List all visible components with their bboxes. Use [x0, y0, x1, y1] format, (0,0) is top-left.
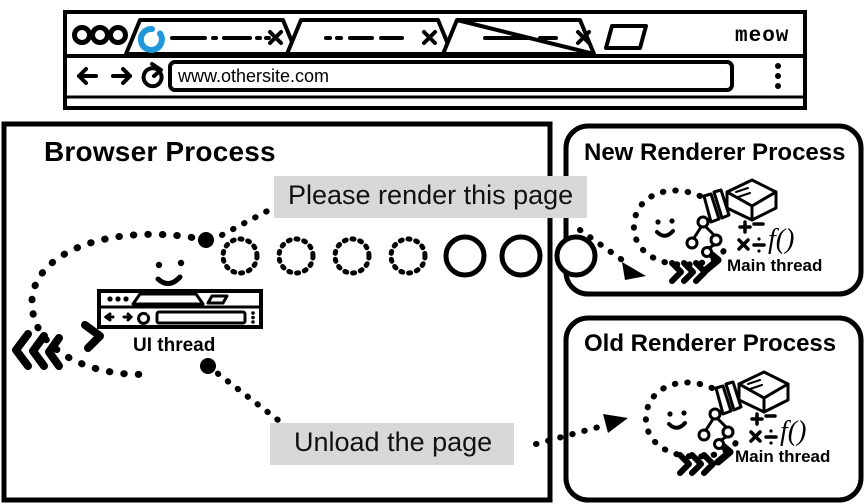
book-lines	[735, 187, 751, 198]
new-renderer-title: New Renderer Process	[584, 139, 846, 166]
forward-arrow-icon[interactable]	[111, 67, 132, 85]
smiley-face-icon	[155, 259, 185, 286]
loop-origin-dot	[198, 232, 214, 248]
old-renderer-panel	[563, 315, 864, 503]
browser-brand-label: meow	[735, 25, 790, 48]
math-symbols-icon	[749, 412, 778, 445]
triple-chevron-icon	[669, 260, 708, 284]
unload-request-arrow	[200, 358, 628, 447]
progress-circle-dotted	[388, 236, 428, 276]
pencils-icon	[702, 188, 731, 224]
math-symbols-icon	[737, 220, 766, 253]
ui-thread-label: UI thread	[133, 335, 216, 356]
three-dot-menu-icon[interactable]	[775, 63, 781, 89]
tab-active[interactable]	[124, 18, 299, 56]
progress-circle-row	[220, 234, 598, 278]
reload-icon[interactable]	[141, 62, 164, 89]
function-icon: f()	[768, 224, 794, 255]
book-lines	[747, 379, 763, 390]
address-bar[interactable]	[168, 60, 734, 92]
address-bar-value[interactable]: www.othersite.com	[178, 66, 330, 86]
browser-window-icon	[97, 289, 263, 329]
smiley-face-icon	[667, 410, 687, 430]
unload-request-label: Unload the page	[270, 423, 515, 465]
book-icon	[737, 370, 790, 414]
back-arrow-icon[interactable]	[77, 67, 98, 85]
browser-process-panel	[1, 121, 553, 503]
tab-close-icon[interactable]	[422, 30, 437, 45]
tab-third[interactable]	[441, 18, 596, 56]
arrowhead	[622, 262, 646, 280]
arrowhead	[603, 414, 628, 433]
old-renderer-main-thread-label: Main thread	[735, 447, 831, 466]
tab-close-icon[interactable]	[576, 30, 591, 45]
tab-close-icon[interactable]	[268, 30, 283, 45]
smiley-face-icon	[655, 218, 675, 238]
arrow-origin-dot	[200, 358, 216, 374]
window-controls[interactable]	[72, 25, 128, 45]
progress-circle-solid	[499, 234, 543, 278]
new-tab-button[interactable]	[604, 24, 648, 50]
pencils-icon	[714, 380, 743, 416]
triple-chevron-icon	[677, 452, 716, 476]
svg-text:f(): f()	[768, 224, 794, 255]
render-request-label: Please render this page	[274, 176, 588, 218]
old-renderer-title: Old Renderer Process	[584, 330, 837, 357]
triple-chevron-icon	[12, 330, 63, 370]
progress-circle-dotted	[332, 236, 372, 276]
svg-text:f(): f()	[780, 416, 806, 447]
dom-tree-icon	[685, 215, 723, 258]
ui-thread-loop	[28, 230, 214, 378]
tab-loading-spinner-icon	[137, 26, 165, 53]
new-renderer-doodle: f()	[630, 178, 794, 284]
progress-circle-solid	[443, 234, 487, 278]
progress-circle-dotted	[276, 236, 316, 276]
dom-tree-icon	[697, 407, 735, 450]
browser-process-title: Browser Process	[44, 136, 276, 167]
old-renderer-doodle: f()	[642, 370, 806, 476]
new-renderer-main-thread-label: Main thread	[727, 256, 823, 275]
function-icon: f()	[780, 416, 806, 447]
progress-circle-dotted	[220, 236, 260, 276]
progress-circle-solid	[554, 234, 598, 278]
book-icon	[725, 178, 778, 222]
tab-second[interactable]	[285, 18, 454, 56]
loop-arrow-chevron	[81, 321, 104, 352]
